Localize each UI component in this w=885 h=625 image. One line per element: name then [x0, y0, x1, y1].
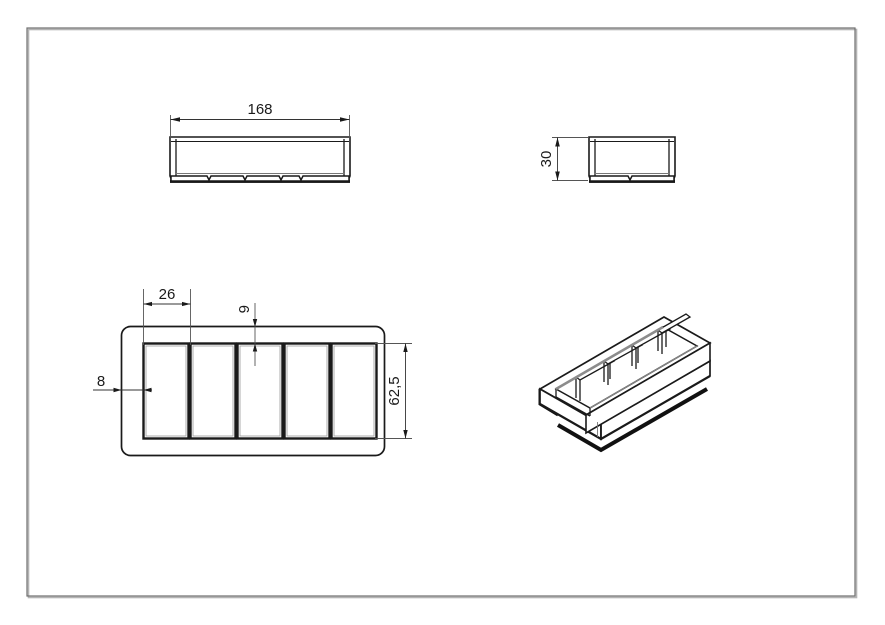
side-view: 30 [538, 136, 676, 183]
dimension-wall-thickness-text: 8 [97, 373, 105, 390]
front-view-feet [170, 175, 350, 182]
front-view: 168 [169, 101, 351, 183]
top-view-compartment-1 [142, 342, 190, 440]
dimension-rib-thickness: 9 [236, 303, 258, 366]
top-view-compartment-3 [236, 342, 284, 440]
dimension-wall-thickness: 8 [93, 373, 152, 393]
isometric-rim-highlight [555, 325, 698, 409]
dimension-overall-width-text: 168 [247, 101, 272, 118]
dimension-overall-width: 168 [170, 101, 350, 140]
top-view-compartment-4 [283, 342, 331, 440]
dimension-overall-depth: 62,5 [375, 343, 412, 439]
isometric-dividers [574, 313, 692, 401]
sheet-border [26, 27, 858, 599]
top-view-compartment-2 [189, 342, 237, 440]
side-view-feet [589, 175, 675, 182]
top-view-compartment-5 [330, 342, 378, 440]
isometric-view [538, 313, 712, 453]
dimension-overall-depth-text: 62,5 [386, 376, 403, 405]
dimension-compartment-pitch-text: 26 [159, 286, 176, 303]
dimension-overall-height: 30 [538, 137, 588, 181]
top-view: 26 9 8 62,5 [93, 286, 412, 457]
dimension-compartment-pitch: 26 [143, 286, 191, 345]
dimension-overall-height-text: 30 [538, 151, 555, 168]
dimension-rib-thickness-text: 9 [236, 305, 253, 313]
top-view-compartments [142, 342, 378, 440]
front-view-body [169, 136, 351, 182]
side-view-body [588, 136, 676, 182]
isometric-divider-4 [656, 313, 692, 354]
